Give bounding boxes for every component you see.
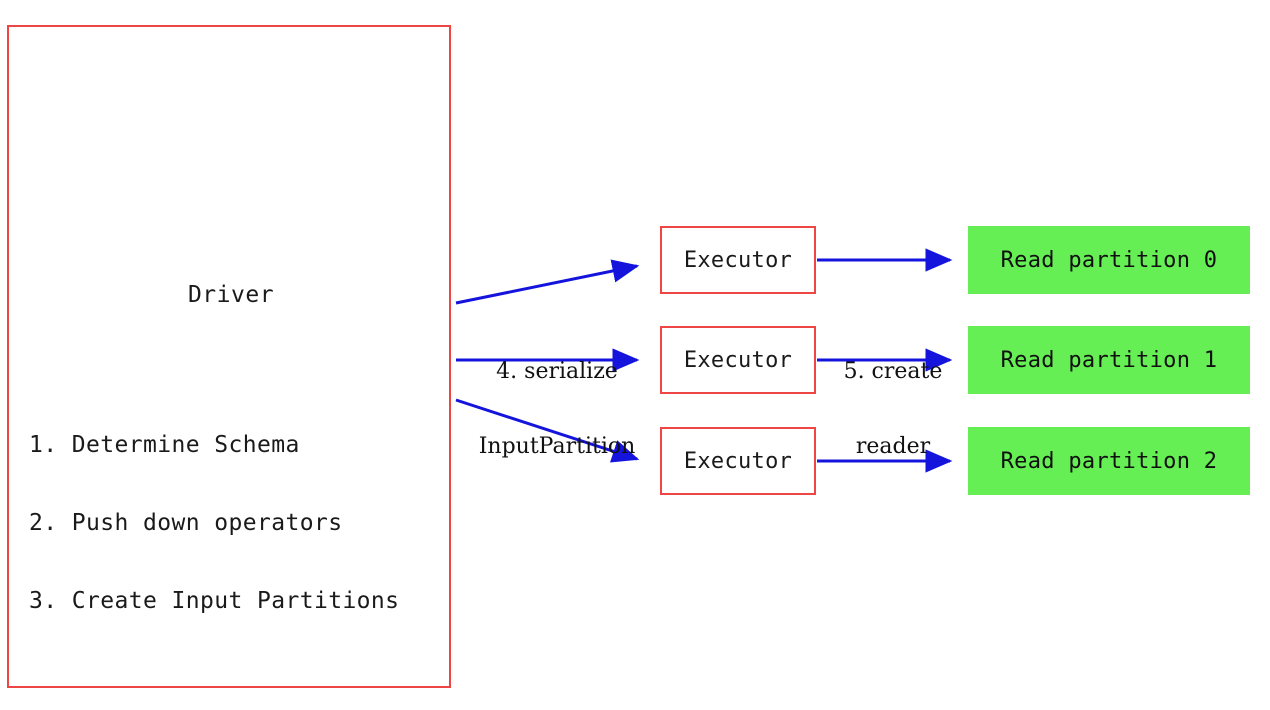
driver-title: Driver xyxy=(187,282,275,308)
arrow-driver-to-executor-1 xyxy=(455,259,640,305)
driver-box: Driver 1. Determine Schema 2. Push down … xyxy=(7,25,451,688)
executor-box-3: Executor xyxy=(660,427,816,495)
edge-label-create-line-2: reader xyxy=(855,434,931,459)
read-partition-label-2: Read partition 2 xyxy=(1000,448,1218,474)
driver-step-1: 1. Determine Schema xyxy=(29,432,300,458)
read-partition-box-0: Read partition 0 xyxy=(968,226,1250,294)
read-partition-label-1: Read partition 1 xyxy=(1000,347,1218,373)
executor-label-3: Executor xyxy=(683,448,793,474)
executor-label-2: Executor xyxy=(683,347,793,373)
read-partition-label-0: Read partition 0 xyxy=(1000,247,1218,273)
edge-label-serialize-line-2: InputPartition xyxy=(478,434,636,459)
edge-label-serialize-input-partition: 4. serialize InputPartition xyxy=(467,309,647,509)
edge-label-create-line-1: 5. create xyxy=(843,359,943,384)
driver-step-list: 1. Determine Schema 2. Push down operato… xyxy=(29,380,399,666)
driver-step-3: 3. Create Input Partitions xyxy=(29,588,400,614)
executor-label-1: Executor xyxy=(683,247,793,273)
edge-label-serialize-line-1: 4. serialize xyxy=(496,359,618,384)
read-partition-box-2: Read partition 2 xyxy=(968,427,1250,495)
driver-step-2: 2. Push down operators xyxy=(29,510,343,536)
executor-box-2: Executor xyxy=(660,326,816,394)
read-partition-box-1: Read partition 1 xyxy=(968,326,1250,394)
edge-label-create-reader: 5. create reader xyxy=(823,309,963,509)
executor-box-1: Executor xyxy=(660,226,816,294)
